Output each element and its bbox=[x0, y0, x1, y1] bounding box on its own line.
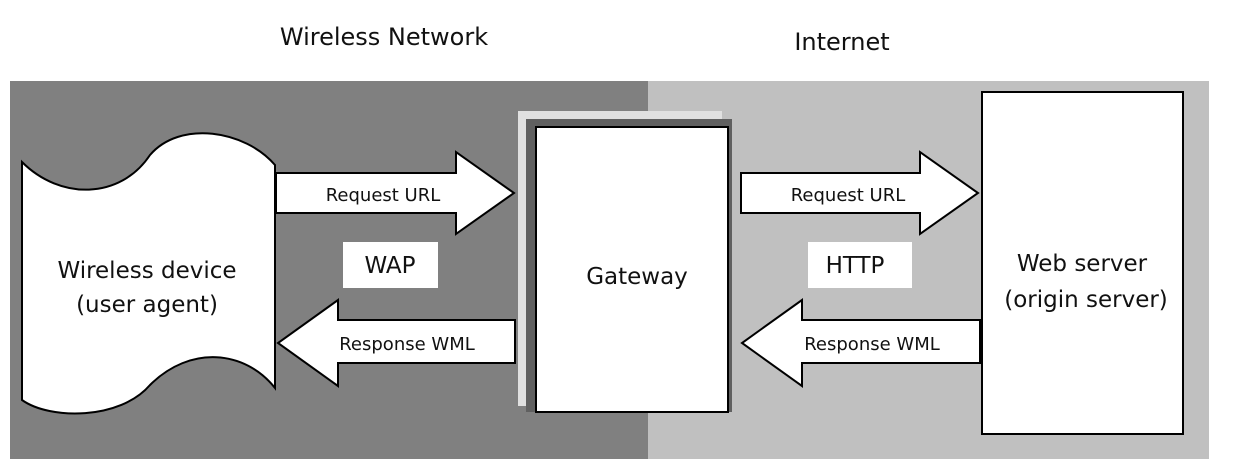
wap-label: WAP bbox=[364, 253, 415, 279]
wireless-device-sublabel: (user agent) bbox=[76, 292, 218, 318]
gateway-box bbox=[535, 126, 729, 413]
gateway-label: Gateway bbox=[586, 264, 688, 290]
right-request-label: Request URL bbox=[791, 185, 906, 206]
web-server-box bbox=[981, 91, 1184, 435]
left-request-arrow bbox=[275, 150, 516, 236]
right-request-arrow bbox=[740, 150, 980, 236]
wireless-device-label: Wireless device bbox=[57, 258, 236, 284]
wap-box bbox=[343, 242, 438, 288]
http-label: HTTP bbox=[826, 253, 885, 279]
internet-title: Internet bbox=[794, 28, 889, 56]
left-response-label: Response WML bbox=[339, 334, 475, 355]
web-server-label: Web server bbox=[1017, 251, 1148, 277]
web-server-sublabel: (origin server) bbox=[1004, 287, 1168, 313]
wireless-device-shape bbox=[21, 132, 276, 415]
right-response-label: Response WML bbox=[804, 334, 940, 355]
left-response-arrow bbox=[276, 298, 516, 388]
wireless-network-title: Wireless Network bbox=[280, 23, 488, 51]
left-request-label: Request URL bbox=[326, 185, 441, 206]
http-box bbox=[808, 242, 912, 288]
right-response-arrow bbox=[740, 298, 981, 388]
